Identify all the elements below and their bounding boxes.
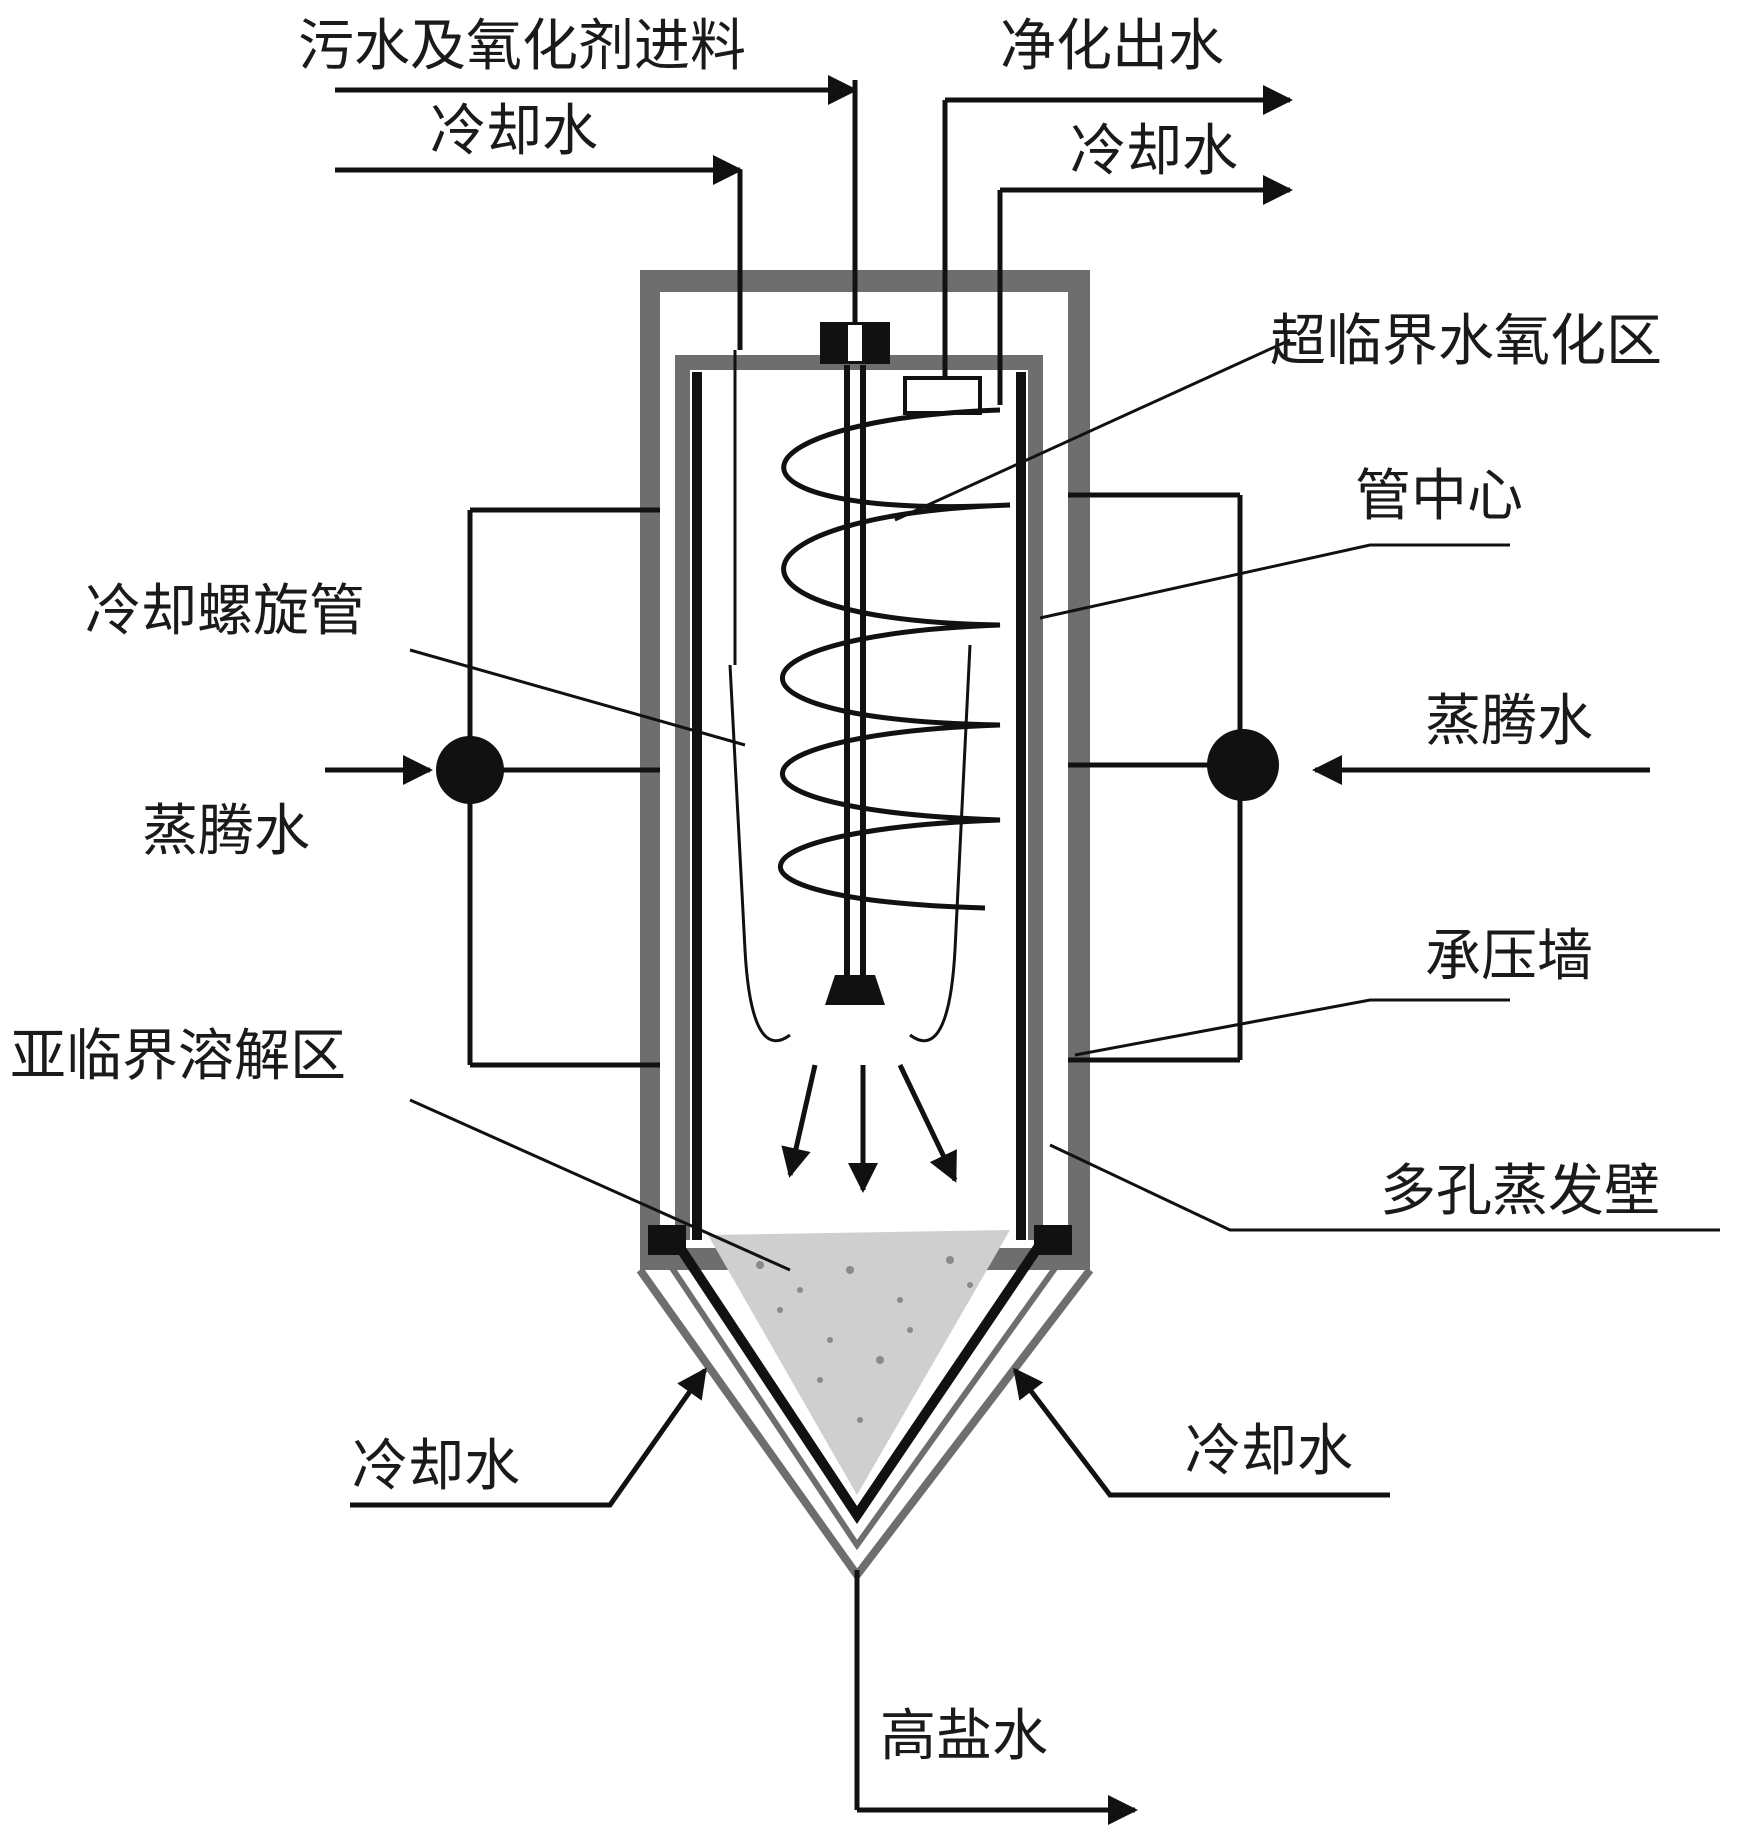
label-evap-water-left: 蒸腾水: [142, 799, 310, 864]
cooling-loops: [728, 350, 972, 1043]
bottom-cooling: [350, 1367, 1390, 1508]
label-coolant-bottom-left: 冷却水: [352, 1434, 520, 1499]
label-scwo-zone: 超临界水氧化区: [1270, 309, 1662, 374]
label-brine-out: 高盐水: [880, 1704, 1048, 1769]
left-manifold: [325, 507, 660, 1068]
label-coolant-out-top: 冷却水: [1070, 119, 1238, 184]
feed-pipe: [820, 80, 890, 1005]
label-porous-wall: 多孔蒸发壁: [1380, 1159, 1660, 1224]
cooling-spiral: [778, 407, 1011, 911]
label-clean-out: 净化出水: [1000, 14, 1224, 79]
label-subcritical-zone: 亚临界溶解区: [10, 1024, 346, 1089]
salt-particles: [756, 1256, 973, 1423]
top-piping: [335, 75, 1293, 405]
leader-lines: [409, 338, 1720, 1272]
outlet-box: [903, 376, 982, 415]
label-feed-in: 污水及氧化剂进料: [298, 14, 746, 79]
label-evap-water-right: 蒸腾水: [1425, 689, 1593, 754]
label-pressure-wall: 承压墙: [1425, 924, 1593, 989]
right-manifold: [1068, 492, 1650, 1063]
brine-outlet: [854, 1570, 1138, 1825]
pressure-wall: [675, 355, 1043, 1240]
labels: 污水及氧化剂进料 冷却水 净化出水 冷却水 超临界水氧化区 管中心 冷却螺旋管 …: [10, 14, 1662, 1769]
label-coolant-in-top: 冷却水: [430, 99, 598, 164]
label-coolant-bottom-right: 冷却水: [1185, 1419, 1353, 1484]
label-cooling-coil: 冷却螺旋管: [85, 579, 365, 644]
label-tube-center: 管中心: [1355, 464, 1523, 529]
flow-arrows: [781, 1063, 958, 1193]
cone-bottom: [636, 1225, 1094, 1582]
